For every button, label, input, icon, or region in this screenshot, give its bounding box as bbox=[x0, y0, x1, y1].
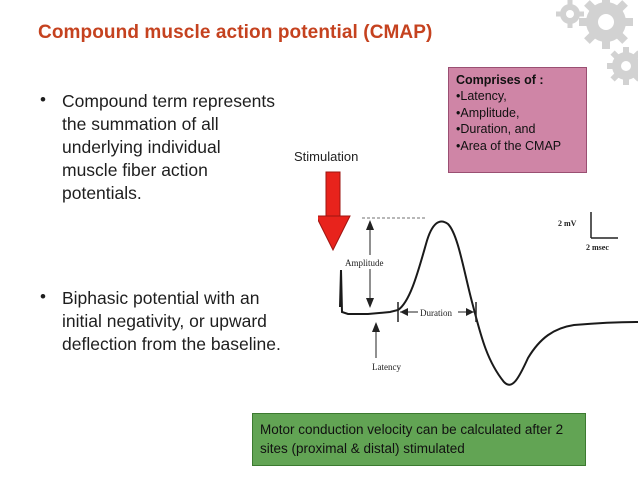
comprises-box: Comprises of : •Latency, •Amplitude, •Du… bbox=[448, 67, 587, 173]
comprises-heading: Comprises of : bbox=[456, 73, 544, 87]
scale-time-label: 2 msec bbox=[586, 243, 609, 252]
latency-label: Latency bbox=[372, 362, 401, 372]
bullet-symbol: • bbox=[40, 287, 46, 306]
slide-title: Compound muscle action potential (CMAP) bbox=[38, 22, 433, 43]
duration-label: Duration bbox=[420, 308, 452, 318]
comprises-item: •Amplitude, bbox=[456, 105, 520, 120]
waveform-trace bbox=[339, 220, 638, 386]
comprises-item: •Latency, bbox=[456, 89, 507, 103]
comprises-item: •Duration, and bbox=[456, 122, 536, 136]
cmap-waveform-figure: Amplitude Duration Latency 2 mV 2 msec bbox=[318, 171, 638, 386]
bullet-2: Biphasic potential with an initial negat… bbox=[62, 288, 281, 354]
bullet-symbol: • bbox=[40, 90, 46, 109]
bullet-1: Compound term represents the summation o… bbox=[62, 91, 276, 203]
comprises-item: •Area of the CMAP bbox=[456, 138, 562, 153]
stimulation-label: Stimulation bbox=[294, 149, 359, 164]
gear-icon bbox=[556, 0, 638, 85]
stimulation-arrow bbox=[318, 171, 351, 252]
amplitude-label: Amplitude bbox=[345, 258, 384, 268]
scale-voltage-label: 2 mV bbox=[558, 219, 577, 228]
motor-conduction-note: Motor conduction velocity can be calcula… bbox=[252, 413, 586, 466]
